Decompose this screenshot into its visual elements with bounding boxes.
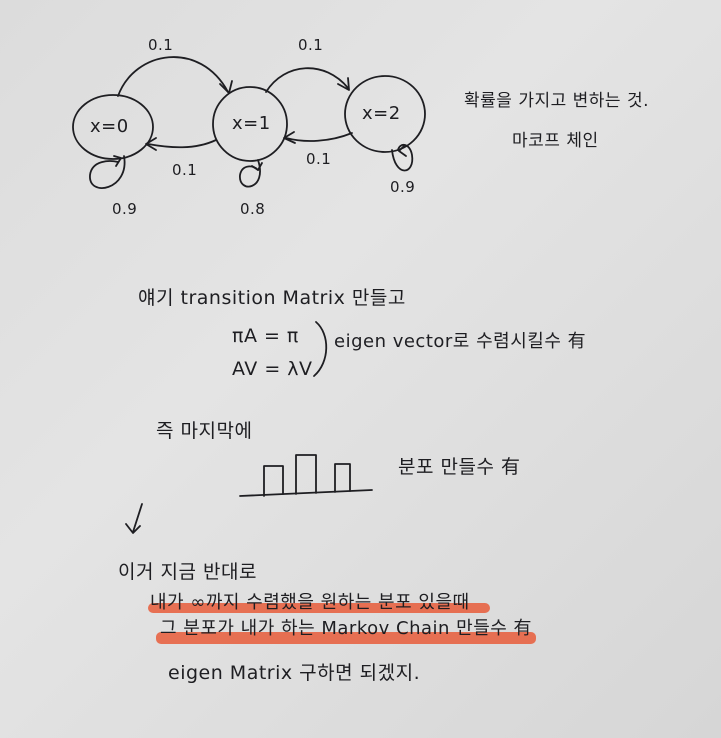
self-loop-2 (391, 144, 414, 172)
state-label-2: x=2 (362, 103, 401, 124)
highlight-stroke-2 (156, 632, 536, 644)
self-loop-label-0: 0.9 (112, 200, 138, 218)
histogram-bar-3 (334, 463, 351, 493)
edge-label-1-to-0: 0.1 (172, 161, 198, 179)
edge-1-to-2 (265, 67, 349, 93)
edge-label-1-to-2: 0.1 (298, 36, 324, 54)
edge-0-to-1 (117, 56, 229, 97)
state-label-0: x=0 (90, 116, 129, 137)
state-circle-2 (344, 75, 426, 153)
edge-label-2-to-1: 0.1 (306, 150, 332, 168)
histogram-axis (239, 489, 373, 497)
state-label-1: x=1 (232, 113, 271, 134)
section2-note: 분포 만들수 有 (398, 456, 521, 478)
section3-highlight-line1: 내가 ∞까지 수렴했을 원하는 분포 있을때 (150, 592, 470, 613)
state-circle-0 (72, 94, 154, 160)
section2-intro: 즉 마지막에 (156, 420, 253, 442)
equation-stationary: πA = π (232, 325, 299, 347)
note-right-line2: 마코프 체인 (512, 131, 599, 151)
self-loop-1 (239, 159, 261, 188)
histogram-bar-1 (263, 465, 284, 497)
brace (313, 321, 328, 377)
section3-intro: 이거 지금 반대로 (118, 561, 257, 583)
section3-highlight-line2: 그 분포가 내가 하는 Markov Chain 만들수 有 (160, 618, 533, 639)
edge-label-0-to-1: 0.1 (148, 36, 174, 54)
self-loop-label-2: 0.9 (390, 178, 416, 196)
edge-2-to-1 (285, 132, 353, 142)
equation-eigen: AV = λV (232, 358, 313, 380)
self-loop-0 (89, 155, 126, 189)
self-loop-label-1: 0.8 (240, 200, 266, 218)
edge-1-to-0 (147, 139, 217, 149)
histogram-bar-2 (295, 454, 317, 495)
section1-intro: 얘기 transition Matrix 만들고 (138, 287, 406, 309)
section3-last-line: eigen Matrix 구하면 되겠지. (168, 662, 421, 684)
section1-brace-note: eigen vector로 수렴시킬수 有 (334, 331, 587, 352)
highlight-stroke-1 (148, 603, 490, 613)
note-right-line1: 확률을 가지고 변하는 것. (464, 91, 650, 111)
down-arrow (132, 503, 143, 533)
state-circle-1 (212, 86, 288, 162)
